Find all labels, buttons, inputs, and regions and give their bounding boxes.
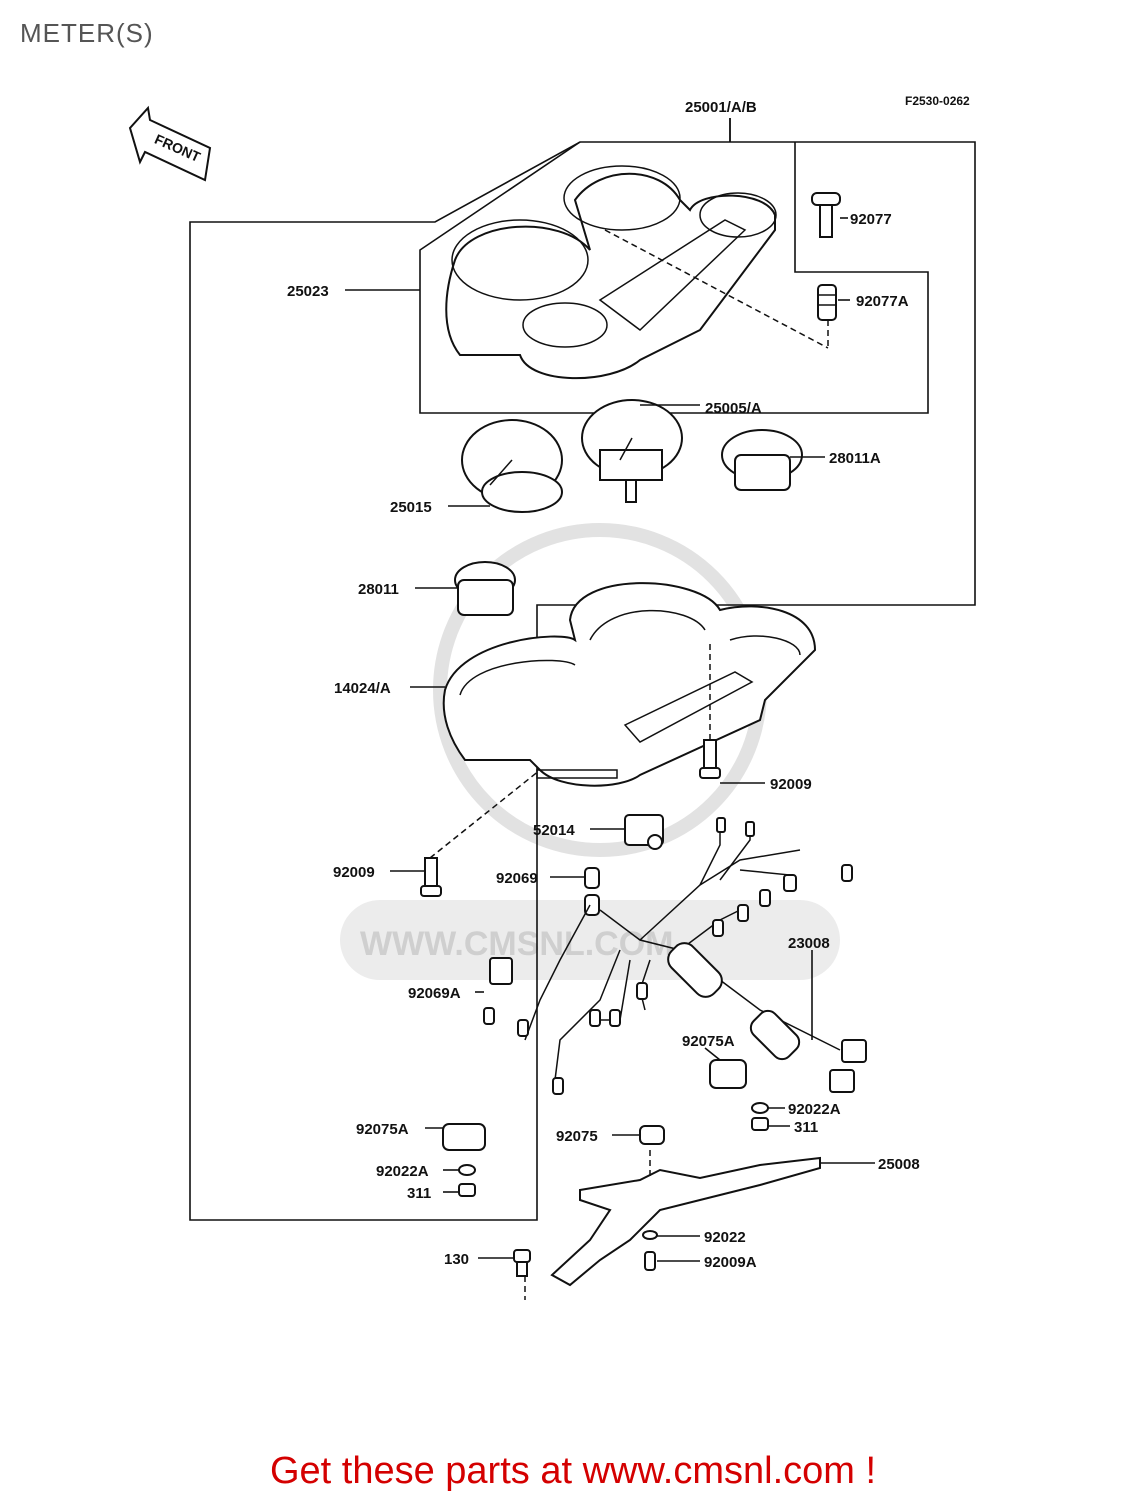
leader-lines <box>390 217 875 1300</box>
socket-92069 <box>584 867 600 916</box>
label-92075: 92075 <box>556 1128 598 1145</box>
label-130: 130 <box>444 1251 469 1268</box>
bolt-130 <box>513 1249 531 1277</box>
part-52014 <box>624 814 664 850</box>
screw-92009-lower <box>420 857 442 897</box>
label-92077A: 92077A <box>856 293 909 310</box>
gauge-28011 <box>454 561 516 616</box>
label-92022A-right: 92022A <box>788 1101 841 1118</box>
label-311-left: 311 <box>407 1185 431 1202</box>
nut-311-right <box>751 1117 769 1131</box>
label-14024A: 14024/A <box>334 680 391 697</box>
label-25023: 25023 <box>287 283 329 300</box>
label-92022: 92022 <box>704 1229 746 1246</box>
label-92009A: 92009A <box>704 1254 757 1271</box>
label-92075A-left: 92075A <box>356 1121 409 1138</box>
damper-92075A-right <box>709 1059 747 1089</box>
label-25008: 25008 <box>878 1156 920 1173</box>
watermark-text: WWW.CMSNL.COM <box>360 925 674 963</box>
wiring-harness-23008 <box>483 817 867 1095</box>
tachometer-25015 <box>461 419 563 513</box>
label-92077: 92077 <box>850 211 892 228</box>
label-92009-lower: 92009 <box>333 864 375 881</box>
label-92069: 92069 <box>496 870 538 887</box>
damper-92075A-left <box>442 1123 486 1151</box>
label-311-right: 311 <box>794 1119 818 1136</box>
drawing-code: F2530-0262 <box>905 94 970 108</box>
nut-311-left <box>458 1183 476 1197</box>
label-92022A-left: 92022A <box>376 1163 429 1180</box>
screw-92009A <box>644 1251 656 1271</box>
footer-link-text[interactable]: Get these parts at www.cmsnl.com ! <box>269 1450 877 1492</box>
label-92069A: 92069A <box>408 985 461 1002</box>
bracket-25008 <box>550 1156 821 1287</box>
label-28011A: 28011A <box>829 450 881 467</box>
meter-cover-25023 <box>445 165 777 380</box>
page-title: METER(S) <box>20 18 154 48</box>
label-25001: 25001/A/B <box>685 99 757 116</box>
grommet-92077A <box>817 284 837 321</box>
screw-92077 <box>811 192 841 238</box>
gauge-28011A <box>721 429 803 491</box>
washer-92022A-right <box>751 1102 769 1114</box>
label-92009-upper: 92009 <box>770 776 812 793</box>
label-25005A: 25005/A <box>705 400 762 417</box>
label-23008: 23008 <box>788 935 830 952</box>
screw-92009-upper <box>699 739 721 779</box>
label-28011: 28011 <box>358 581 399 598</box>
grommet-92075 <box>639 1125 665 1145</box>
label-25015: 25015 <box>390 499 432 516</box>
label-92075A-right: 92075A <box>682 1033 735 1050</box>
front-arrow-icon: FRONT <box>128 105 212 182</box>
label-52014: 52014 <box>533 822 575 839</box>
washer-92022 <box>642 1230 658 1240</box>
meter-case-14024A <box>442 582 817 787</box>
speedometer-25005A <box>581 399 683 503</box>
washer-92022A-left <box>458 1164 476 1176</box>
